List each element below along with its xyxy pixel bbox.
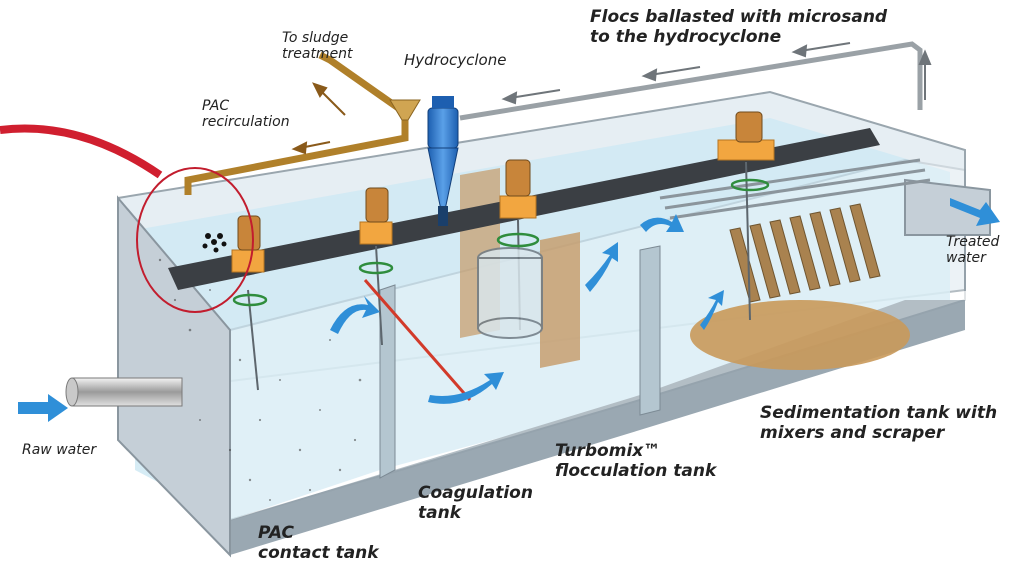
- motor-pac: [231, 215, 265, 273]
- pac-recirculation-highlight: [136, 167, 254, 313]
- partition-2: [639, 245, 661, 416]
- motor-coag: [359, 187, 393, 245]
- hydrocyclone-underflow-funnel: [389, 99, 421, 121]
- sludge-bed: [690, 300, 910, 370]
- label-hydrocyclone: Hydrocyclone: [404, 51, 507, 69]
- red-recirculation-line: [0, 124, 163, 179]
- pac-flocs: [158, 258, 362, 501]
- label-turbomix-flocculation: Turbomix™ flocculation tank: [555, 441, 717, 481]
- lamella-plates: [729, 203, 881, 303]
- label-raw-water: Raw water: [22, 442, 97, 458]
- label-flocs-to-hydrocyclone: Flocs ballasted with microsand to the hy…: [590, 7, 888, 47]
- label-coagulation-tank: Coagulation tank: [418, 483, 533, 523]
- label-pac-contact-tank: PAC contact tank: [258, 523, 379, 563]
- microsand-return-pipe: [459, 41, 923, 121]
- raw-water-pipe: [65, 377, 183, 407]
- turbomix-draft-tube: [477, 247, 543, 339]
- brown-flow-arrows: [291, 82, 346, 155]
- hydrocyclone: [427, 96, 459, 226]
- treated-water-arrow: [950, 198, 1000, 226]
- collection-troughs: [659, 158, 931, 220]
- return-flow-arrows: [501, 42, 932, 105]
- outlet-box: [904, 178, 991, 236]
- pac-dose-cluster: [202, 233, 227, 253]
- label-to-sludge-treatment: To sludge treatment: [282, 30, 353, 63]
- flow-arrows: [330, 214, 724, 404]
- partition-1: [379, 284, 396, 479]
- label-treated-water: Treated water: [946, 234, 1000, 267]
- partition-turbomix-baffle: [540, 232, 580, 368]
- rotation-indicators: [232, 178, 770, 307]
- pac-recirculation-pipe: [184, 115, 409, 195]
- sludge-pipe: [318, 51, 407, 115]
- motor-sed: [717, 111, 775, 161]
- mixer-motors: [231, 111, 775, 273]
- coag-dosing-line: [363, 279, 472, 401]
- raw-water-arrow: [18, 394, 68, 422]
- label-pac-recirculation: PAC recirculation: [202, 98, 290, 131]
- motor-floc: [499, 159, 537, 219]
- label-sedimentation-tank: Sedimentation tank with mixers and scrap…: [760, 403, 998, 443]
